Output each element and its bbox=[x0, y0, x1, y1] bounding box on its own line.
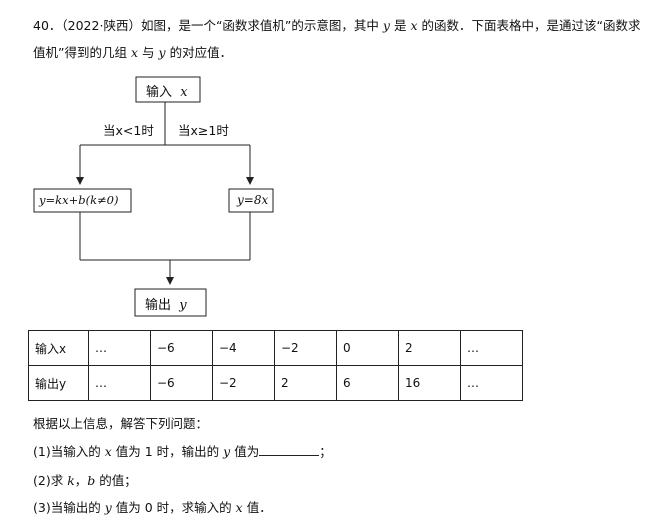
table-cell: 2 bbox=[398, 330, 461, 366]
var-x: x bbox=[104, 444, 112, 459]
var-y: y bbox=[158, 45, 166, 60]
table-cell: −2 bbox=[212, 365, 275, 401]
problem-text: 值机”得到的几组 bbox=[33, 45, 127, 60]
answer-blank[interactable] bbox=[259, 443, 320, 456]
value-table: 输入x … −6 −4 −2 0 2 … 输出y … −6 −2 2 6 16 … bbox=[28, 330, 523, 401]
table-row-input: 输入x … −6 −4 −2 0 2 … bbox=[28, 330, 523, 366]
branch-left-label: 当x<1时 bbox=[103, 123, 154, 138]
input-box-label: 输入 x bbox=[146, 81, 188, 100]
table-cell: −6 bbox=[150, 365, 213, 401]
row-label-input: 输入x bbox=[28, 330, 89, 366]
table-cell: … bbox=[460, 330, 523, 366]
var-x: x bbox=[235, 500, 243, 515]
question-text: (2)求 bbox=[33, 473, 64, 488]
formula-right-box bbox=[228, 188, 274, 213]
question-text: 的值； bbox=[99, 473, 137, 488]
output-var: y bbox=[179, 298, 187, 313]
branch-right-label: 当x≥1时 bbox=[178, 123, 229, 138]
var-y: y bbox=[104, 500, 112, 515]
flowchart-diagram bbox=[33, 76, 274, 317]
table-cell: 16 bbox=[398, 365, 461, 401]
problem-text: 的对应值． bbox=[169, 45, 233, 60]
output-label: 输出 bbox=[145, 298, 172, 313]
question-text: 值为 bbox=[234, 444, 260, 459]
table-cell: … bbox=[460, 365, 523, 401]
problem-text: 是 bbox=[393, 18, 407, 33]
problem-line-1: 40．（2022·陕西）如图，是一个“函数求值机”的示意图，其中 y 是 x 的… bbox=[33, 15, 640, 34]
formula-left-box bbox=[33, 188, 132, 213]
table-row-output: 输出y … −6 −2 2 6 16 … bbox=[28, 365, 523, 401]
table-cell: −2 bbox=[274, 330, 337, 366]
question-text: 值为 1 时，输出的 bbox=[115, 444, 220, 459]
output-box-label: 输出 y bbox=[145, 294, 187, 313]
var-b: b bbox=[87, 473, 96, 488]
var-x: x bbox=[410, 18, 418, 33]
var-k: k bbox=[67, 473, 75, 488]
table-cell: −6 bbox=[150, 330, 213, 366]
table-cell: … bbox=[88, 330, 151, 366]
table-cell: −4 bbox=[212, 330, 275, 366]
formula-left: y=kx+b(k≠0) bbox=[39, 193, 119, 207]
question-text: ， bbox=[74, 473, 88, 488]
question-1: (1)当输入的 x 值为 1 时，输出的 y 值为 ； bbox=[33, 441, 332, 460]
questions-intro: 根据以上信息，解答下列问题： bbox=[33, 416, 209, 431]
var-y: y bbox=[382, 18, 390, 33]
table-cell: 6 bbox=[336, 365, 399, 401]
input-label: 输入 bbox=[146, 85, 173, 100]
output-box bbox=[134, 288, 207, 317]
problem-text: 与 bbox=[142, 45, 155, 60]
question-2: (2)求 k，b 的值； bbox=[33, 470, 137, 489]
formula-right: y=8x bbox=[237, 193, 269, 207]
table-cell: … bbox=[88, 365, 151, 401]
problem-text: 40．（2022·陕西）如图，是一个“函数求值机”的示意图，其中 bbox=[33, 18, 379, 33]
input-var: x bbox=[180, 85, 188, 100]
problem-line-2: 值机”得到的几组 x 与 y 的对应值． bbox=[33, 42, 232, 61]
var-x: x bbox=[130, 45, 139, 60]
table-cell: 0 bbox=[336, 330, 399, 366]
table-cell: 2 bbox=[274, 365, 337, 401]
row-label-output: 输出y bbox=[28, 365, 89, 401]
question-text: 值． bbox=[246, 500, 272, 515]
question-text: (1)当输入的 bbox=[33, 444, 101, 459]
question-text: ； bbox=[319, 444, 332, 459]
question-text: 值为 0 时，求输入的 bbox=[115, 500, 232, 515]
question-text: (3)当输出的 bbox=[33, 500, 101, 515]
var-y: y bbox=[223, 444, 231, 459]
input-box bbox=[135, 76, 201, 103]
problem-text: 的函数．下面表格中，是通过该“函数求 bbox=[421, 18, 641, 33]
question-3: (3)当输出的 y 值为 0 时，求输入的 x 值． bbox=[33, 497, 272, 516]
